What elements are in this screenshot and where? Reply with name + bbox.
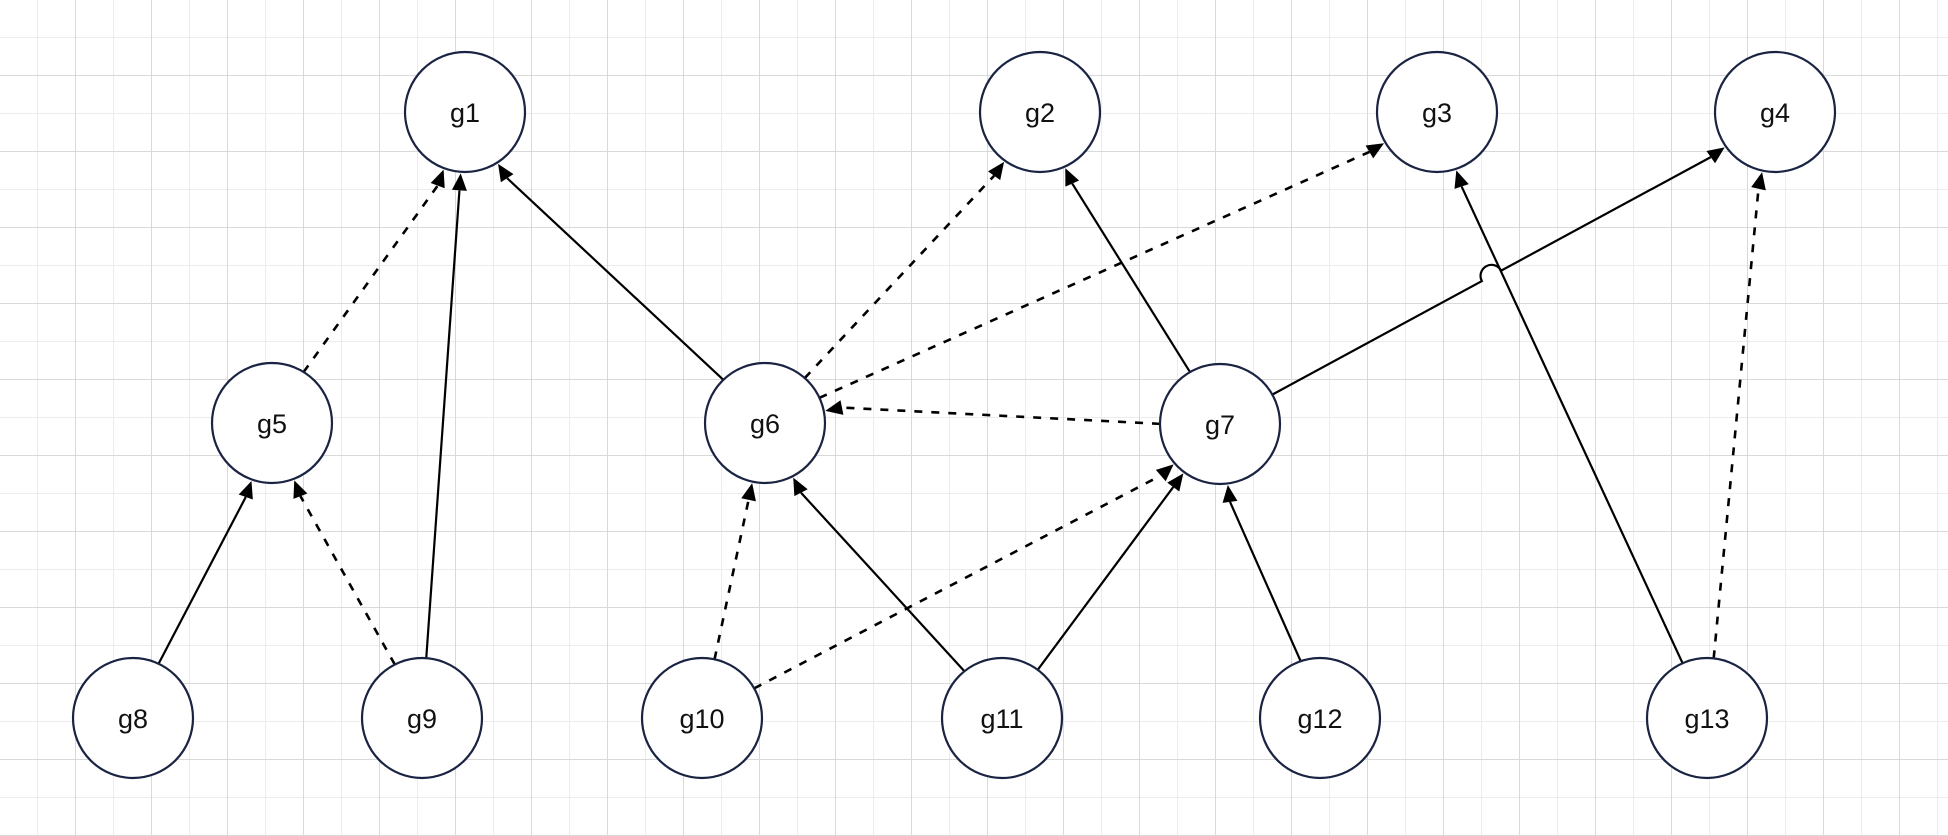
node-circle-g5[interactable] (210, 361, 334, 485)
edge-g5-g1 (302, 184, 439, 373)
node-g8[interactable]: g8 (71, 656, 195, 780)
edge-g8-g5 (157, 496, 247, 665)
edge-g9-g1 (425, 190, 461, 659)
arrowhead-g11-g7 (1167, 473, 1184, 492)
node-g3[interactable]: g3 (1375, 50, 1499, 174)
node-circle-g10[interactable] (640, 656, 764, 780)
edge-g11-g6 (800, 492, 966, 672)
nodes-layer: g1 g2 g3 g4 g5 g6 g7 g8 g9 g10 g11 g12 g13 (71, 50, 1837, 780)
edge-g9-g5 (299, 495, 396, 666)
node-g2[interactable]: g2 (978, 50, 1102, 174)
node-g13[interactable]: g13 (1645, 656, 1769, 780)
arrowhead-g9-g5 (293, 480, 308, 499)
arrowhead-g13-g4 (1751, 172, 1766, 191)
edge-g7-g6 (841, 406, 1161, 426)
node-circle-g1[interactable] (403, 50, 527, 174)
arrowhead-g6-g3 (1365, 143, 1385, 159)
node-g12[interactable]: g12 (1258, 656, 1382, 780)
node-circle-g12[interactable] (1258, 656, 1382, 780)
edge-g12-g7 (1229, 501, 1302, 662)
node-circle-g9[interactable] (360, 656, 484, 780)
node-circle-g4[interactable] (1713, 50, 1837, 174)
arrowhead-g7-g4 (1706, 147, 1725, 164)
arrowhead-g8-g5 (238, 480, 253, 500)
node-g9[interactable]: g9 (360, 656, 484, 780)
node-circle-g8[interactable] (71, 656, 195, 780)
node-circle-g6[interactable] (703, 361, 827, 485)
node-circle-g3[interactable] (1375, 50, 1499, 174)
arrowhead-g11-g6 (793, 477, 808, 497)
arrowhead-g7-g2 (1065, 168, 1080, 187)
node-g4[interactable]: g4 (1713, 50, 1837, 174)
node-g10[interactable]: g10 (640, 656, 764, 780)
node-g5[interactable]: g5 (210, 361, 334, 485)
edge-g11-g7 (1036, 486, 1175, 671)
edge-g13-g3 (1460, 186, 1684, 664)
arrowhead-g12-g7 (1222, 484, 1238, 503)
arrowhead-g6-g1 (498, 163, 514, 183)
node-g7[interactable]: g7 (1158, 362, 1282, 486)
node-g6[interactable]: g6 (703, 361, 827, 485)
arrowhead-g13-g3 (1454, 170, 1469, 189)
edges-layer (157, 143, 1766, 690)
arrowhead-g6-g2 (988, 161, 1005, 181)
node-circle-g7[interactable] (1158, 362, 1282, 486)
node-g11[interactable]: g11 (940, 656, 1064, 780)
edge-g6-g2 (803, 174, 996, 379)
arrowhead-g9-g1 (451, 173, 467, 191)
node-g1[interactable]: g1 (403, 50, 527, 174)
edge-g10-g6 (713, 499, 750, 660)
node-circle-g2[interactable] (978, 50, 1102, 174)
edge-g7-g2 (1071, 182, 1191, 373)
arrowhead-g5-g1 (430, 169, 445, 189)
edge-g6-g1 (506, 177, 725, 381)
node-circle-g13[interactable] (1645, 656, 1769, 780)
edge-g7-g4 (1271, 156, 1712, 396)
arrowhead-g10-g7 (1155, 464, 1174, 482)
arrowhead-g10-g6 (741, 483, 756, 502)
node-circle-g11[interactable] (940, 656, 1064, 780)
arrowhead-g7-g6 (825, 400, 844, 415)
edge-g13-g4 (1712, 188, 1760, 659)
